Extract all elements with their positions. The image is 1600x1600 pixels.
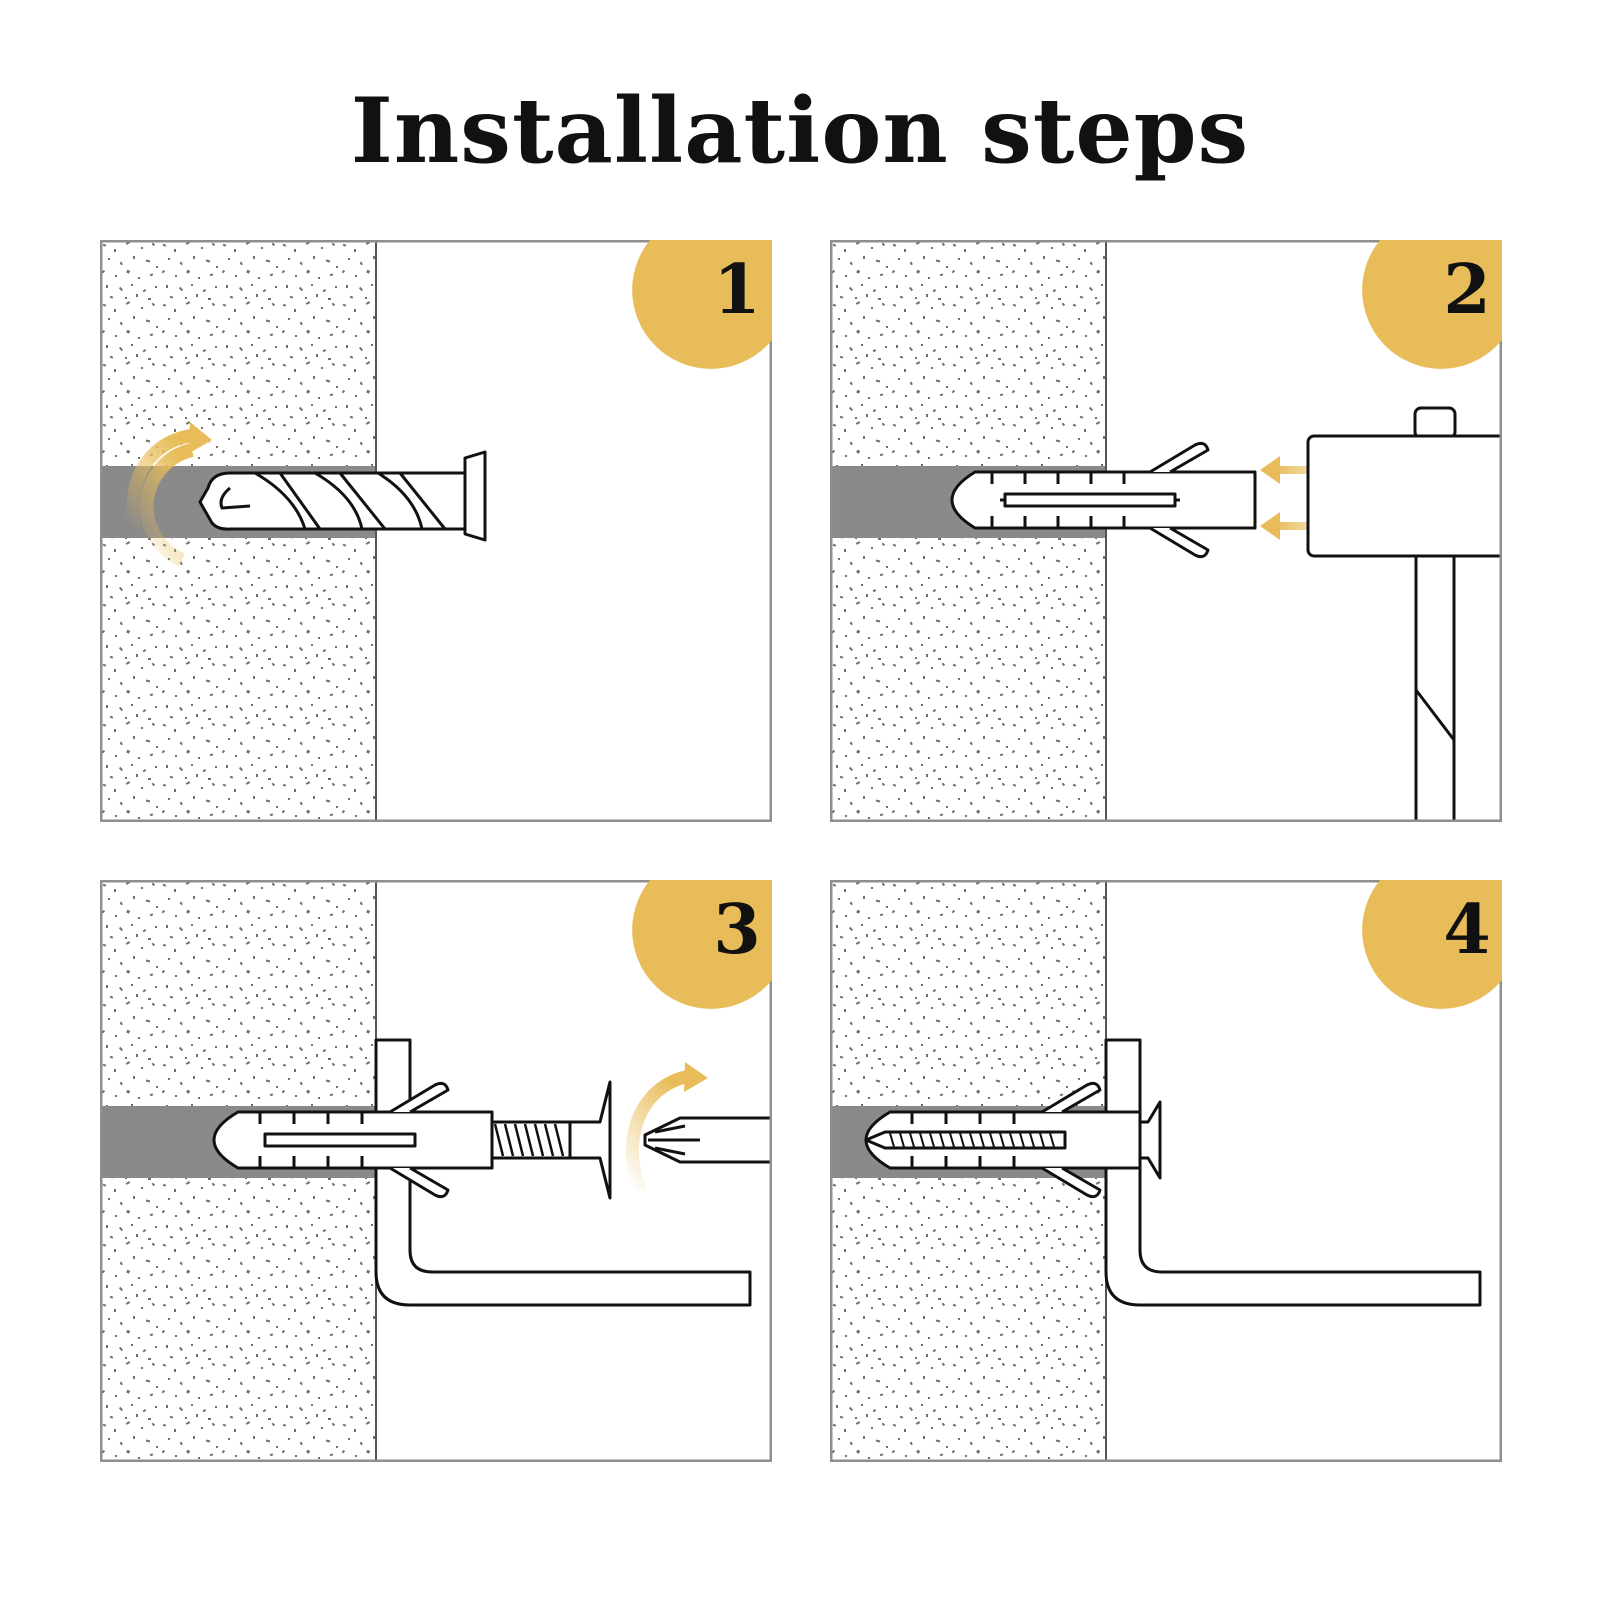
page-title: Installation steps: [350, 78, 1250, 184]
step-4-panel: 4: [830, 880, 1502, 1462]
step-number: 4: [1443, 890, 1491, 970]
wall-icon: [100, 880, 377, 1462]
rotate-arrow-icon: [126, 422, 212, 567]
rotate-arrow-icon: [625, 1062, 708, 1193]
wall-plug-icon: [950, 441, 1257, 559]
wall-plug-icon: [212, 1081, 494, 1199]
step-badge: [632, 240, 772, 369]
step-2-panel: 2: [830, 240, 1502, 822]
drill-bit-icon: [198, 450, 487, 542]
screw-icon: [864, 1100, 1162, 1180]
screw-icon: [490, 1080, 612, 1200]
wall-icon: [830, 240, 1107, 822]
hammer-icon: [1306, 406, 1502, 822]
bracket-icon: [1104, 1038, 1482, 1307]
step-badge: [632, 880, 772, 1009]
step-badge: [1362, 880, 1502, 1009]
step-badge: [1362, 240, 1502, 369]
step-3-panel: 3: [100, 880, 772, 1462]
wall-icon: [100, 240, 377, 822]
step-number: 1: [713, 250, 761, 330]
screwdriver-icon: [643, 1116, 772, 1164]
bracket-icon: [374, 1038, 752, 1307]
step-number: 3: [713, 890, 761, 970]
step-1-panel: 1: [100, 240, 772, 822]
step-number: 2: [1443, 250, 1491, 330]
